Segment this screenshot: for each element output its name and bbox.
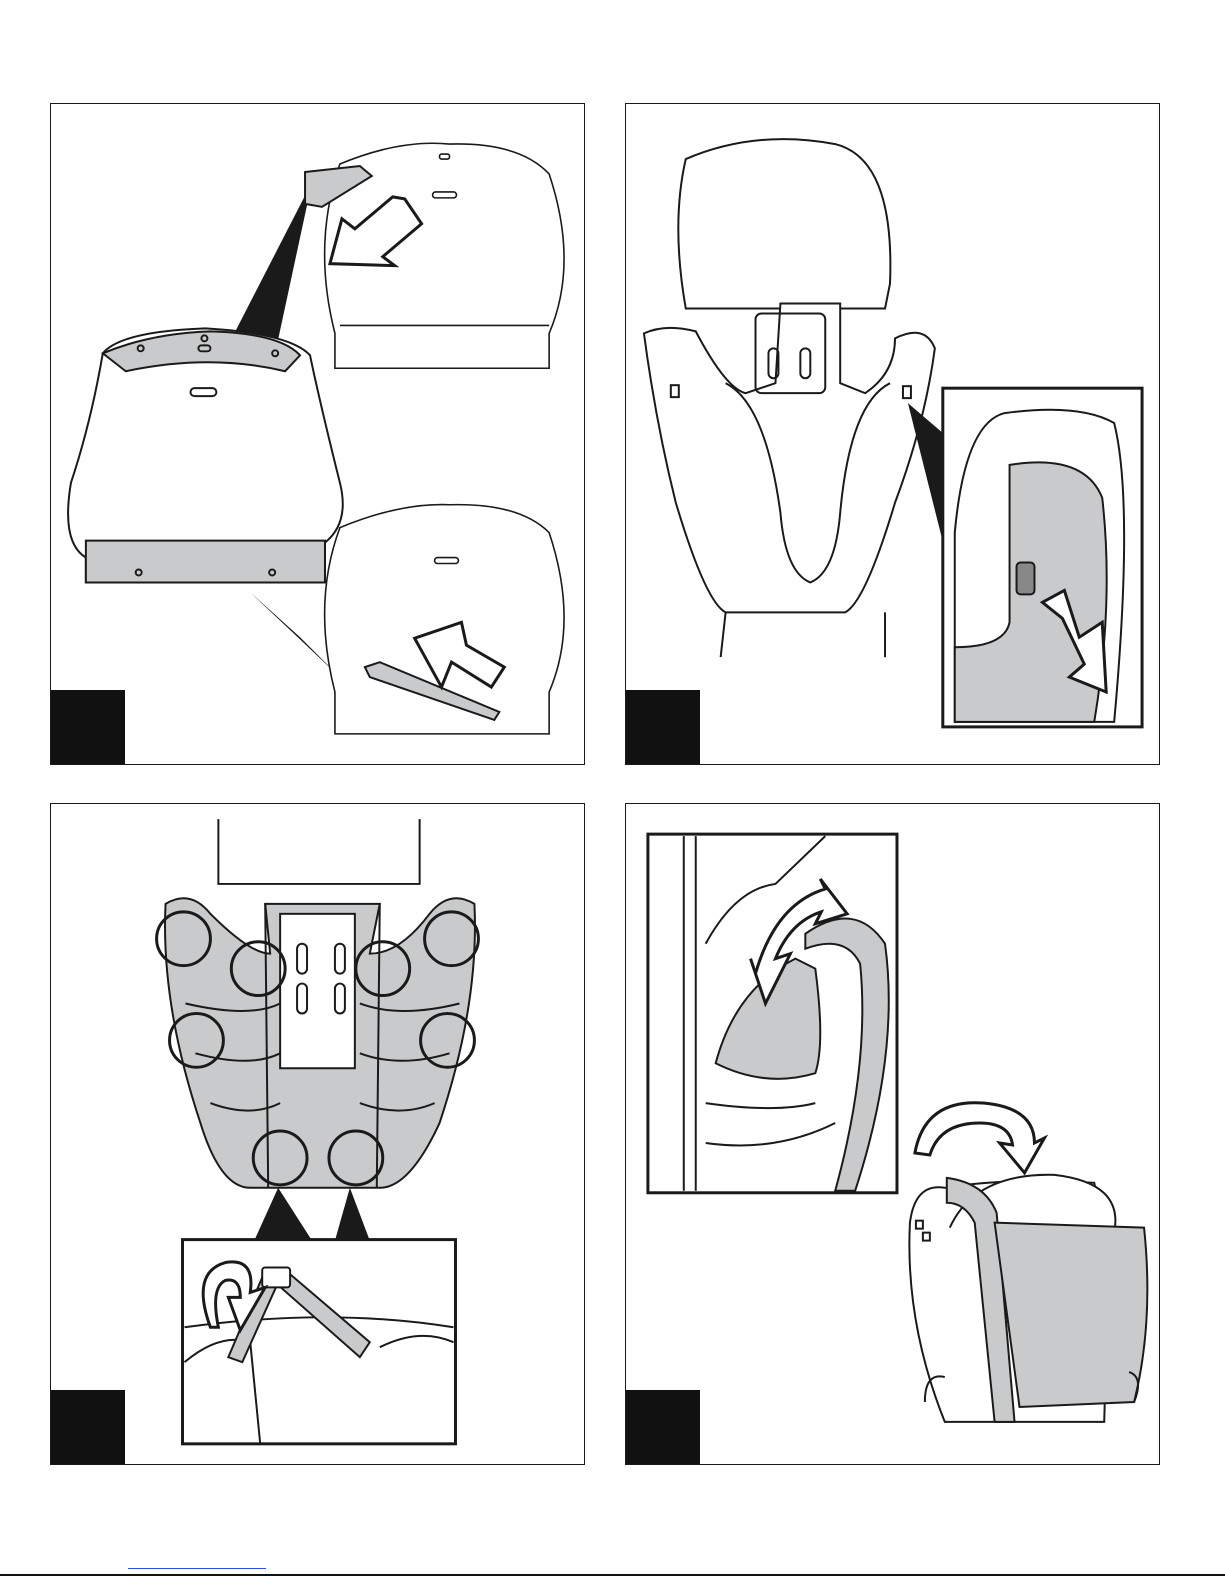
callout-wedge bbox=[335, 1188, 370, 1241]
clip-slot bbox=[1017, 563, 1035, 595]
step-number-block bbox=[51, 1390, 125, 1464]
panel-2-illustration bbox=[626, 104, 1159, 764]
callout-wedge bbox=[254, 1188, 312, 1241]
booster-seat-folding bbox=[909, 1175, 1147, 1422]
booster-seat-rear-view bbox=[165, 819, 475, 1188]
step-number-block bbox=[626, 690, 700, 764]
curved-arrow-icon bbox=[915, 1103, 1045, 1173]
instruction-panel-1 bbox=[50, 103, 585, 765]
footer-rule bbox=[0, 1574, 1225, 1576]
footer-link-underline[interactable] bbox=[128, 1568, 266, 1569]
instruction-panel-2 bbox=[625, 103, 1160, 765]
callout-wedge-top bbox=[235, 182, 312, 339]
panel-3-illustration bbox=[51, 804, 584, 1464]
step-number-block bbox=[51, 690, 125, 764]
instruction-panel-3 bbox=[50, 803, 585, 1465]
panel-1-illustration bbox=[51, 104, 584, 764]
seat-back-shell-main bbox=[68, 328, 343, 582]
instruction-panel-4 bbox=[625, 803, 1160, 1465]
panel-4-illustration bbox=[626, 804, 1159, 1464]
step-number-block bbox=[626, 1390, 700, 1464]
booster-seat-rear-view bbox=[644, 139, 935, 657]
